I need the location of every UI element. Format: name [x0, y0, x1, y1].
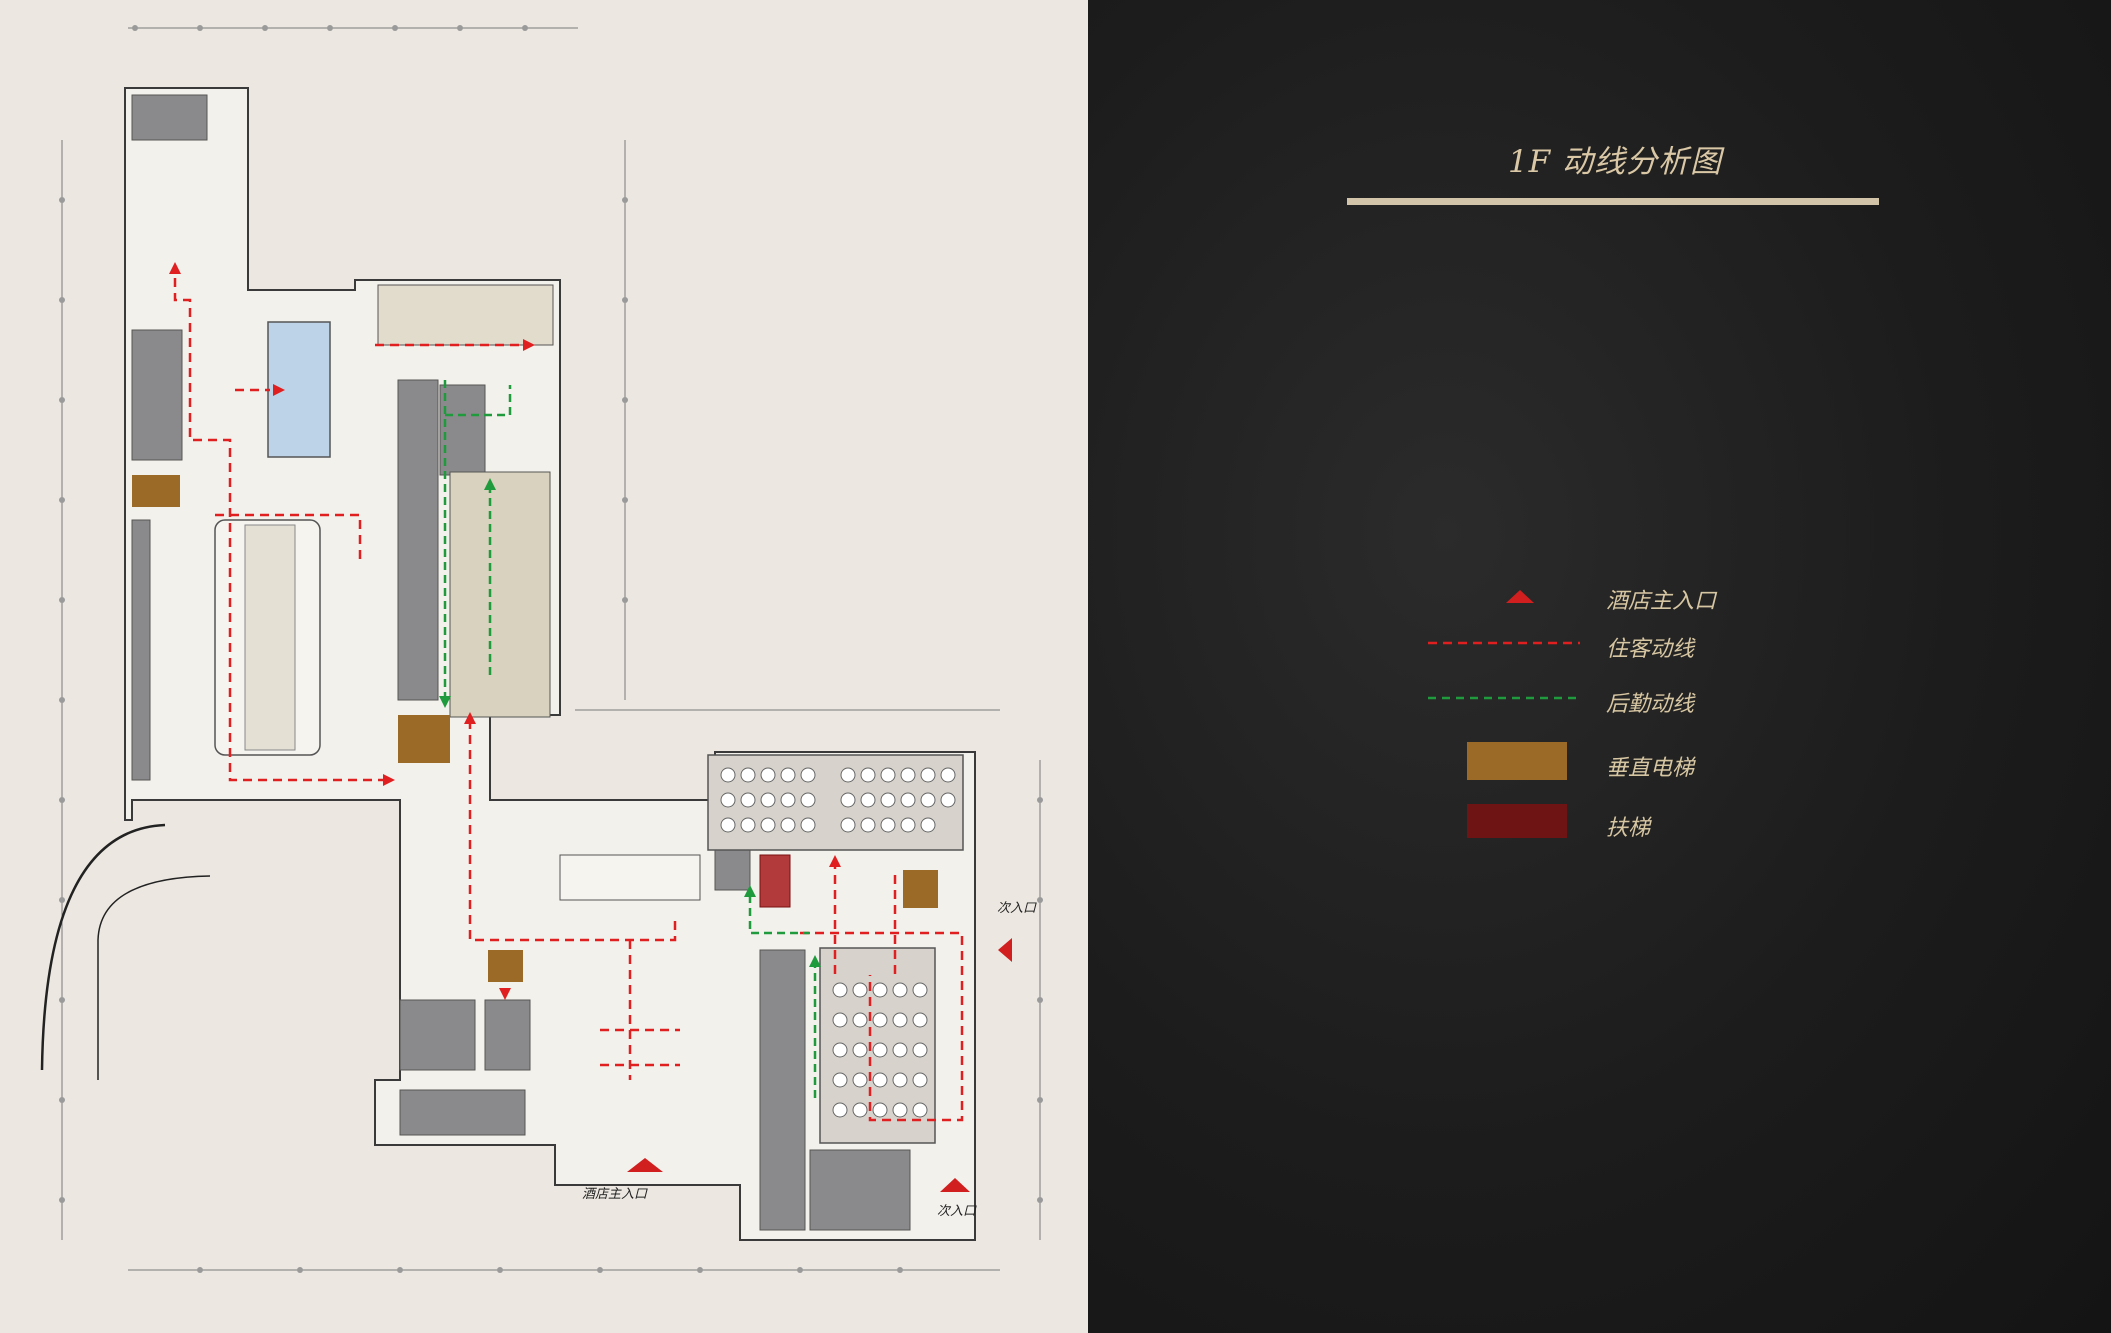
green-dashed-line-icon [1428, 696, 1580, 700]
escalator-swatch [1467, 804, 1567, 838]
title-underline [1347, 198, 1879, 205]
floor-plan-drawing [40, 25, 1043, 1273]
service-blocks [131, 94, 911, 1231]
legend-item-guest-flow: 住客动线 [1420, 631, 1820, 671]
legend-item-main-entrance: 酒店主入口 [1420, 583, 1820, 623]
elevator-blocks [132, 475, 938, 982]
driveway-curve [97, 875, 211, 1080]
all-day-dining [449, 471, 551, 718]
guest-flow-arrows [169, 262, 841, 1000]
legend-item-elevator: 垂直电梯 [1420, 742, 1820, 786]
service-flow-paths [443, 380, 817, 1100]
lobby-lounge [559, 854, 701, 901]
entrance-markers [627, 938, 1012, 1192]
main-entrance-label: 酒店主入口 [582, 1187, 648, 1202]
legend-label-service-flow: 后勤动线 [1606, 692, 1695, 717]
legend-item-service-flow: 后勤动线 [1420, 686, 1820, 726]
restaurant-top [377, 284, 554, 346]
banquet-tables [720, 767, 956, 1118]
legend-panel [1088, 0, 2111, 1333]
secondary-entrance-right-label: 次入口 [997, 901, 1037, 916]
courtyard-paving [244, 524, 296, 751]
service-flow-arrows [439, 478, 821, 967]
legend-label-guest-flow: 住客动线 [1606, 637, 1695, 662]
dimension-grid [61, 27, 1041, 1271]
page-title: 1F 动线分析图 [1507, 144, 1723, 180]
escalator-block [759, 854, 791, 908]
elevator-swatch [1467, 742, 1567, 780]
legend-item-escalator: 扶梯 [1420, 804, 1820, 848]
triangle-icon [1506, 590, 1534, 603]
site-boundary-arc [40, 823, 166, 1071]
red-dashed-line-icon [1428, 641, 1580, 645]
legend-label-escalator: 扶梯 [1606, 816, 1651, 841]
floor-plan-panel: 酒店主入口 次入口 次入口 [0, 0, 1088, 1333]
secondary-entrance-bottom-label: 次入口 [937, 1204, 977, 1219]
guest-flow-paths [173, 278, 964, 1122]
dimension-ticks [59, 25, 1043, 1273]
legend-label-elevator: 垂直电梯 [1606, 756, 1695, 781]
legend-label-main-entrance: 酒店主入口 [1606, 589, 1717, 614]
